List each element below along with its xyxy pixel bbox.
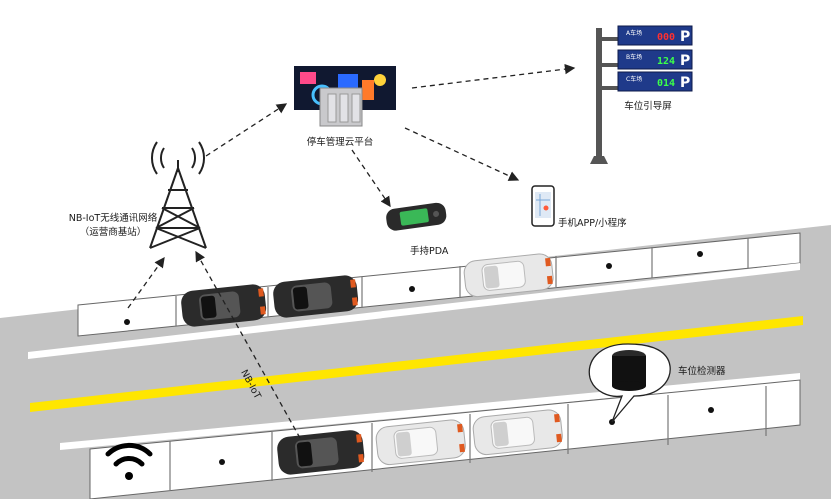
connection-arrows <box>127 63 576 439</box>
cloud-platform-icon <box>294 66 396 127</box>
guide-row-count: 014 <box>657 78 675 89</box>
guide-row-count: 000 <box>657 32 675 43</box>
slot-dividers-top <box>175 238 749 326</box>
app-label: 手机APP/小程序 <box>558 218 627 229</box>
guide-row: B车场 124 P <box>617 49 693 70</box>
handheld-pda-icon <box>386 202 447 231</box>
detector-bubble <box>588 343 671 423</box>
pda-label: 手持PDA <box>410 246 449 257</box>
tower-label: NB-IoT无线通讯网络 <box>68 213 158 224</box>
car-dark-2 <box>273 275 359 318</box>
cell-tower-icon <box>149 141 207 249</box>
slot-dividers-bottom <box>169 386 767 490</box>
detector-label: 车位检测器 <box>678 366 726 377</box>
car-white-1 <box>463 253 554 298</box>
cloud-label: 停车管理云平台 <box>306 137 374 148</box>
guide-screen-label: 车位引导屏 <box>624 101 672 112</box>
car-white-3 <box>472 409 563 456</box>
guide-row-letter: P <box>680 53 690 69</box>
guide-row-letter: P <box>680 29 690 45</box>
car-white-2 <box>375 419 466 466</box>
guide-screen-pole <box>590 28 618 164</box>
lane-line-top <box>28 263 800 359</box>
guide-row-zone: A车场 <box>626 29 642 37</box>
car-dark-3 <box>277 430 365 475</box>
guide-row-letter: P <box>680 75 690 91</box>
wifi-icon <box>105 442 153 480</box>
guide-row-count: 124 <box>657 56 675 67</box>
guide-row: A车场 000 P <box>617 25 693 46</box>
center-line <box>30 316 803 412</box>
guide-row: C车场 014 P <box>617 71 693 92</box>
guide-row-zone: C车场 <box>626 75 642 83</box>
guide-row-panel <box>617 49 693 70</box>
tower-sublabel: （运营商基站） <box>79 227 147 238</box>
guide-row-panel <box>617 25 693 46</box>
detector-dots <box>124 251 714 465</box>
guide-row-zone: B车场 <box>626 53 642 61</box>
mobile-phone-icon <box>531 185 555 227</box>
guide-row-panel <box>617 71 693 92</box>
car-dark-1 <box>181 284 267 327</box>
